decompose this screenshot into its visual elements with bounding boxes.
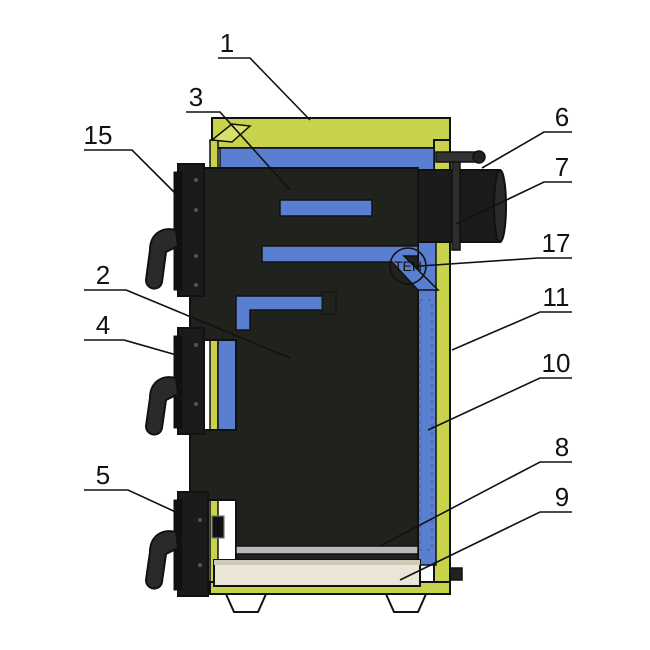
callout-11: 11 xyxy=(543,282,570,312)
door-lower-bolt-1 xyxy=(198,518,202,522)
door-lower-panel xyxy=(177,491,209,597)
grate xyxy=(235,545,419,555)
leader-2 xyxy=(84,289,291,359)
callout-3: 3 xyxy=(189,82,203,112)
door-upper-bolt-4 xyxy=(194,283,198,287)
door-middle-bolt-2 xyxy=(194,402,198,406)
foot-left xyxy=(224,593,268,613)
leader-10 xyxy=(427,377,572,431)
leader-17 xyxy=(419,257,572,267)
leader-11 xyxy=(451,311,572,351)
leader-lines xyxy=(84,57,572,581)
flue-pipe-end xyxy=(493,169,507,243)
heater-label: ТЕН xyxy=(394,258,422,274)
flue-plate-upper xyxy=(279,199,373,217)
flue-damper-plate xyxy=(451,157,461,251)
callout-5: 5 xyxy=(96,460,110,490)
callout-1: 1 xyxy=(220,28,234,58)
ash-pan-lip xyxy=(214,560,420,565)
leader-3 xyxy=(186,111,291,191)
door-middle-bolt-1 xyxy=(194,343,198,347)
door-upper-bolt-3 xyxy=(194,254,198,258)
air-damper-slot xyxy=(211,515,225,539)
leader-7 xyxy=(455,181,572,225)
callout-7: 7 xyxy=(555,152,569,182)
leader-9 xyxy=(399,511,572,581)
leader-6 xyxy=(481,131,572,169)
damper-knob xyxy=(472,150,486,164)
casing-top-panel xyxy=(211,117,451,149)
callout-15: 15 xyxy=(84,120,113,150)
casing-top-lid-fold xyxy=(210,123,252,143)
leader-1 xyxy=(218,57,311,121)
inner-baffle xyxy=(321,291,337,315)
callout-17: 17 xyxy=(542,228,571,258)
door-lower-bolt-2 xyxy=(198,563,202,567)
flue-damper-shaft xyxy=(435,151,477,163)
callout-labels: 1 2 3 4 5 6 7 8 9 10 11 15 17 xyxy=(84,28,571,512)
door-lower-handle xyxy=(144,530,180,590)
callout-4: 4 xyxy=(96,310,110,340)
firebox xyxy=(189,167,440,587)
door-upper-handle xyxy=(144,228,180,290)
leader-4 xyxy=(84,339,181,357)
leader-5 xyxy=(84,489,181,515)
door-middle-handle xyxy=(144,376,180,436)
leader-8 xyxy=(379,461,572,547)
flue-outlet xyxy=(417,150,507,251)
door-upper-bolt-1 xyxy=(194,178,198,182)
door-middle xyxy=(144,327,205,436)
door-upper xyxy=(144,163,205,297)
flue-plate-lower xyxy=(261,245,440,291)
heat-exchanger-fins xyxy=(419,299,433,551)
boiler-feet xyxy=(224,593,428,613)
leader-15 xyxy=(84,149,181,199)
door-lower xyxy=(144,491,225,597)
callout-10: 10 xyxy=(542,348,571,378)
foot-right xyxy=(384,593,428,613)
callout-6: 6 xyxy=(555,102,569,132)
callout-8: 8 xyxy=(555,432,569,462)
callout-9: 9 xyxy=(555,482,569,512)
door-upper-bolt-2 xyxy=(194,208,198,212)
drain-fitting xyxy=(449,567,463,581)
callout-2: 2 xyxy=(96,260,110,290)
